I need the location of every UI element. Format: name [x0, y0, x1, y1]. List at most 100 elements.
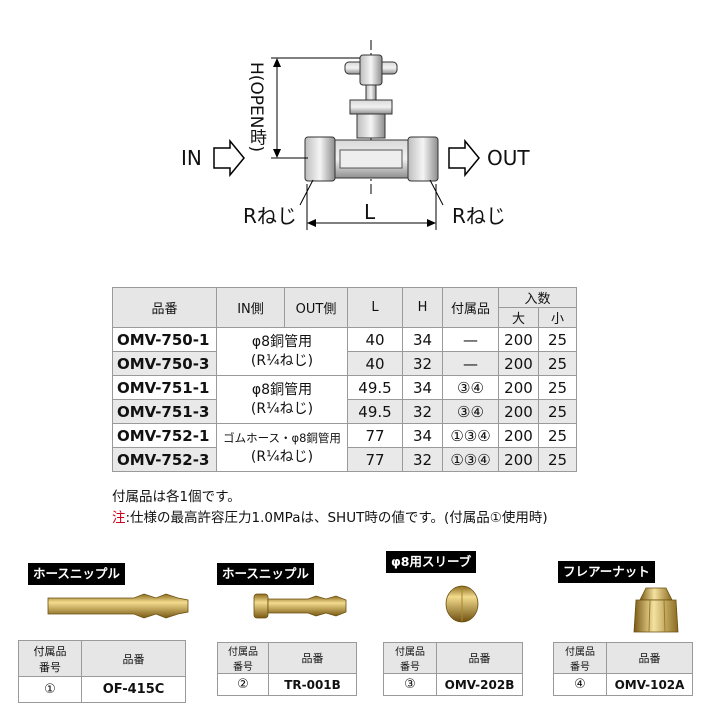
sleeve-image: [445, 585, 479, 623]
l-cell: 40: [347, 327, 403, 352]
l-cell: 77: [347, 447, 403, 472]
header-accessory-no: 付属品番号: [383, 642, 437, 674]
qty-large-cell: 200: [498, 447, 539, 472]
table-row: OMV-750-3 40 32 — 200 25: [112, 351, 577, 376]
out-label: OUT: [487, 146, 530, 170]
accessory-number: ①: [18, 676, 82, 703]
note-accessory-qty: 付属品は各1個です。: [112, 489, 241, 505]
accessory-table: 付属品番号 品番 ④ OMV-102A: [553, 642, 693, 696]
qty-small-cell: 25: [538, 327, 577, 352]
header-line2: 番号: [39, 660, 61, 674]
qty-small-cell: 25: [538, 351, 577, 376]
header-part-no: 品番: [606, 642, 693, 674]
connection-line1: ゴムホース・φ8銅管用: [223, 430, 341, 445]
header-line1: 付属品: [33, 644, 67, 658]
spec-table: 品番 IN側 OUT側 L H 付属品 入数 大 小 OMV-750-1 φ8銅…: [112, 287, 577, 472]
note-prefix: 注: [112, 510, 126, 526]
note-body: :仕様の最高許容圧力1.0MPaは、SHUT時の値です。(付属品①使用時): [125, 510, 548, 526]
header-accessory: 付属品: [442, 287, 499, 328]
header-in-side: IN側: [216, 287, 285, 328]
l-label: L: [364, 200, 376, 224]
accessory-cell: ①③④: [442, 447, 499, 472]
accessory-number: ④: [553, 673, 607, 696]
valve-drawing: [213, 40, 480, 230]
table-row: OMV-752-3 77 32 ①③④ 200 25: [112, 447, 577, 472]
flare-nut-image: [633, 587, 679, 633]
table-row: OMV-751-3 49.5 32 ③④ 200 25: [112, 399, 577, 424]
header-qty-small: 小: [538, 307, 577, 328]
accessory-part-no: OF-415C: [81, 676, 186, 703]
qty-large-cell: 200: [498, 399, 539, 424]
table-row: OMV-750-1 φ8銅管用 (R¼ねじ) 40 34 — 200 25: [112, 327, 577, 376]
accessory-cell: —: [442, 327, 499, 352]
accessory-tag: ホースニップル: [217, 563, 314, 585]
accessory-cell: ③④: [442, 399, 499, 424]
accessory-table: 付属品番号 品番 ③ OMV-202B: [383, 642, 523, 696]
accessory-table: 付属品番号 品番 ② TR-001B: [217, 642, 357, 696]
accessory-tag: ホースニップル: [28, 563, 125, 585]
part-no-cell: OMV-751-3: [112, 399, 217, 424]
header-line2: 番号: [233, 662, 253, 673]
h-cell: 34: [402, 327, 443, 352]
accessory-cell: —: [442, 351, 499, 376]
r-thread-left-label: Rねじ: [243, 204, 297, 228]
h-cell: 32: [402, 447, 443, 472]
connection-cell: ゴムホース・φ8銅管用 (R¼ねじ): [216, 423, 348, 472]
header-l: L: [347, 287, 403, 328]
header-part-no: 品番: [436, 642, 523, 674]
qty-large-cell: 200: [498, 327, 539, 352]
header-part-no: 品番: [112, 287, 217, 328]
r-thread-right-label: Rねじ: [452, 204, 506, 228]
in-label: IN: [181, 146, 202, 170]
connection-line2: (R¼ねじ): [250, 352, 314, 369]
h-cell: 32: [402, 399, 443, 424]
qty-large-cell: 200: [498, 423, 539, 448]
accessory-table: 付属品番号 品番 ① OF-415C: [18, 640, 186, 703]
qty-large-cell: 200: [498, 351, 539, 376]
header-line1: 付属品: [228, 647, 258, 658]
part-no-cell: OMV-750-3: [112, 351, 217, 376]
accessory-cell: ③④: [442, 375, 499, 400]
qty-small-cell: 25: [538, 447, 577, 472]
header-accessory-no: 付属品番号: [553, 642, 607, 674]
h-open-label: H(OPEN時): [246, 61, 266, 153]
header-part-no: 品番: [81, 640, 186, 677]
hose-nipple-image: [47, 593, 189, 619]
connection-line2: (R¼ねじ): [250, 448, 314, 465]
header-accessory-no: 付属品番号: [217, 642, 269, 674]
qty-large-cell: 200: [498, 375, 539, 400]
header-qty: 入数: [498, 287, 577, 308]
connection-line1: φ8銅管用: [251, 333, 313, 350]
part-no-cell: OMV-752-3: [112, 447, 217, 472]
h-cell: 32: [402, 351, 443, 376]
accessory-tag: フレアーナット: [558, 561, 655, 583]
part-no-cell: OMV-752-1: [112, 423, 217, 448]
accessory-number: ③: [383, 673, 437, 696]
accessory-part-no: OMV-202B: [436, 673, 523, 696]
part-no-cell: OMV-750-1: [112, 327, 217, 352]
header-line2: 番号: [400, 662, 420, 673]
header-line1: 付属品: [395, 647, 425, 658]
connection-line1: φ8銅管用: [251, 381, 313, 398]
header-line1: 付属品: [565, 647, 595, 658]
accessory-tag: φ8用スリーブ: [386, 551, 477, 573]
table-row: OMV-752-1 ゴムホース・φ8銅管用 (R¼ねじ) 77 34 ①③④ 2…: [112, 423, 577, 472]
header-h: H: [402, 287, 443, 328]
connection-cell: φ8銅管用 (R¼ねじ): [216, 327, 348, 376]
l-cell: 40: [347, 351, 403, 376]
accessory-part-no: OMV-102A: [606, 673, 693, 696]
part-no-cell: OMV-751-1: [112, 375, 217, 400]
header-part-no: 品番: [268, 642, 357, 674]
accessory-part-no: TR-001B: [268, 673, 357, 696]
accessory-cell: ①③④: [442, 423, 499, 448]
accessory-number: ②: [217, 673, 269, 696]
l-cell: 49.5: [347, 375, 403, 400]
h-cell: 34: [402, 423, 443, 448]
hose-nipple-image: [253, 593, 347, 619]
header-qty-large: 大: [498, 307, 539, 328]
header-accessory-no: 付属品番号: [18, 640, 82, 677]
qty-small-cell: 25: [538, 423, 577, 448]
l-cell: 77: [347, 423, 403, 448]
l-cell: 49.5: [347, 399, 403, 424]
table-row: OMV-751-1 φ8銅管用 (R¼ねじ) 49.5 34 ③④ 200 25: [112, 375, 577, 424]
